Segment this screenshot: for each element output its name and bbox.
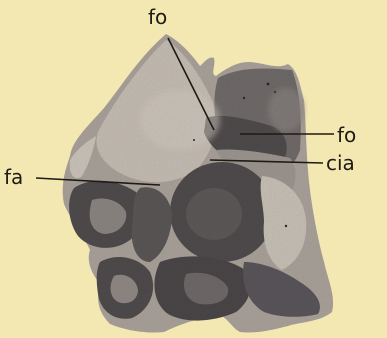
highlight-patch [140, 90, 220, 150]
label-fo-right: fo [337, 123, 356, 147]
label-fo-top: fo [148, 5, 167, 29]
shade-patch [268, 88, 304, 132]
central-round-core [186, 188, 242, 240]
label-cia: cia [326, 151, 355, 175]
label-fa: fa [4, 165, 23, 189]
